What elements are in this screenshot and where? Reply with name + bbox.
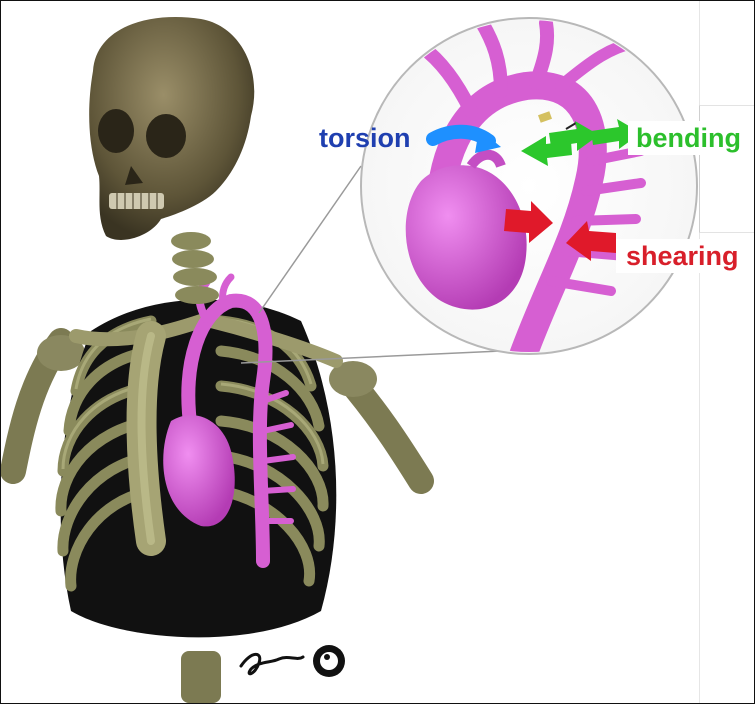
skull — [89, 17, 254, 240]
label-torsion: torsion — [319, 121, 411, 155]
torso — [13, 232, 421, 703]
magnified-inset — [361, 18, 697, 361]
artist-signature — [241, 645, 345, 677]
label-bending: bending — [628, 121, 749, 155]
label-shearing: shearing — [616, 239, 749, 273]
